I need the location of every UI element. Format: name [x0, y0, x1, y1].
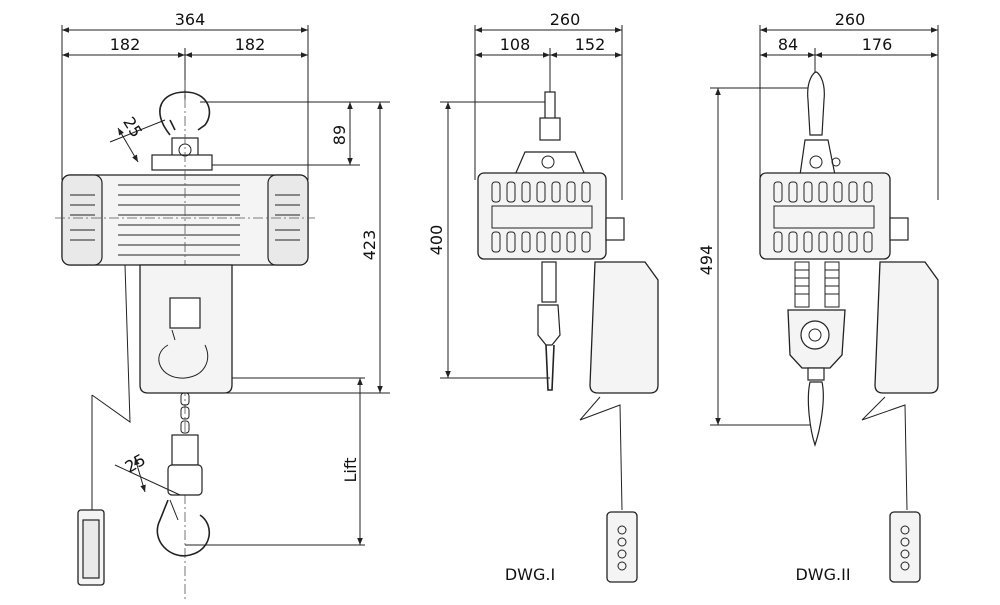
front-view-drawing: 364 182 182 89 423 Lift 25 — [55, 10, 390, 600]
dim-lift: Lift — [341, 458, 360, 483]
dwg2-caption: DWG.II — [795, 565, 850, 584]
top-hook — [159, 91, 211, 136]
chain-bag — [139, 264, 233, 394]
dwg2-dim-260: 260 — [835, 10, 866, 29]
dwg2-pendant — [889, 511, 921, 583]
dim-364: 364 — [175, 10, 206, 29]
dwg1-dim-260: 260 — [550, 10, 581, 29]
dwg2-dim-494: 494 — [697, 245, 716, 276]
dim-25-bottom: 25 — [122, 450, 149, 477]
dwg2-side-view: 260 84 176 494 — [697, 10, 939, 584]
dim-89: 89 — [330, 125, 349, 145]
bottom-hook — [156, 499, 211, 557]
dwg1-pendant — [606, 511, 638, 583]
dwg1-dim-108: 108 — [500, 35, 531, 54]
dwg1-caption: DWG.I — [505, 565, 555, 584]
dwg1-dim-152: 152 — [575, 35, 606, 54]
dim-182-left: 182 — [110, 35, 141, 54]
dwg1-dim-400: 400 — [427, 225, 446, 256]
dwg1-side-view: 260 108 152 400 — [427, 10, 659, 584]
dwg2-dim-84: 84 — [778, 35, 798, 54]
dim-182-right: 182 — [235, 35, 266, 54]
dwg2-dim-176: 176 — [862, 35, 893, 54]
dim-423: 423 — [360, 230, 379, 261]
